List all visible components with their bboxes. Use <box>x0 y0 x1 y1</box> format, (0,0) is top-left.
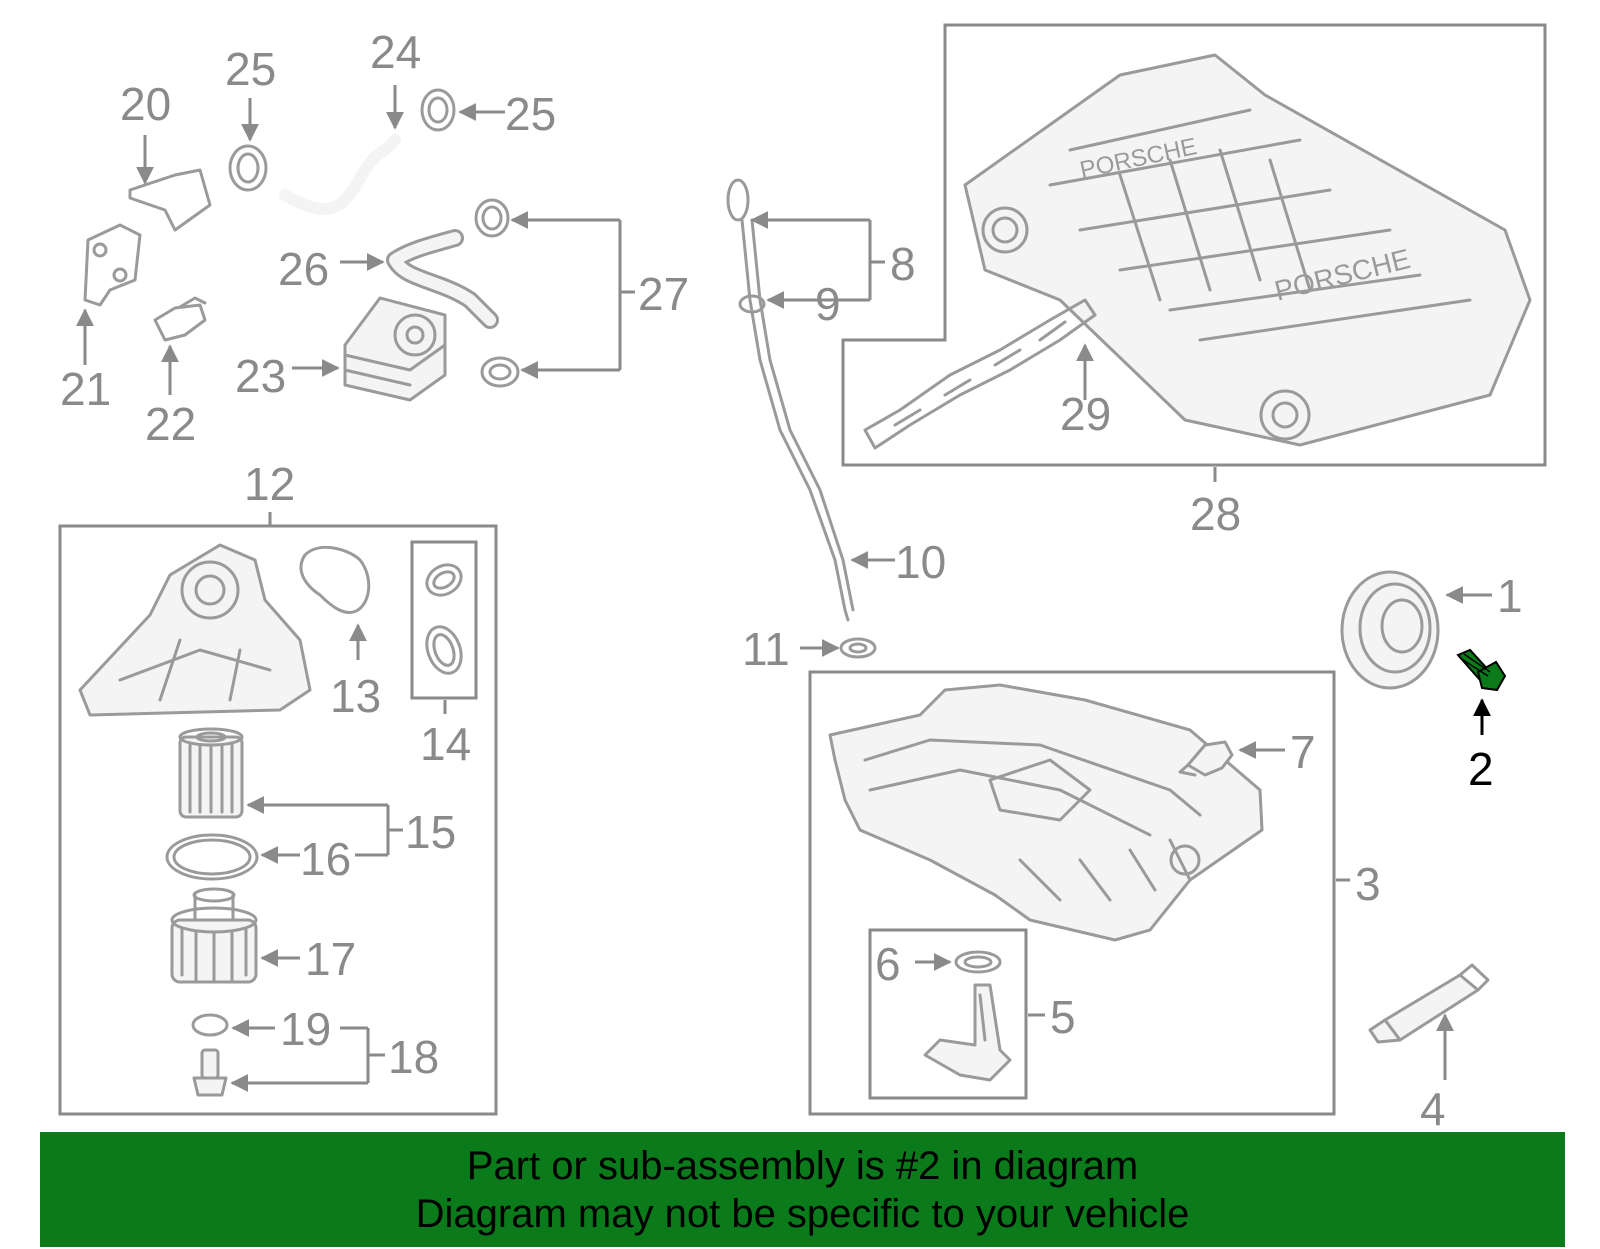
callout-20: 20 <box>120 78 171 130</box>
hose-part-24[interactable] <box>279 134 401 216</box>
filter-cap-part-17[interactable] <box>170 887 258 984</box>
box-5-frame <box>868 928 1028 1100</box>
callout-8: 8 <box>890 238 916 290</box>
dipstick-part-8[interactable] <box>726 178 855 622</box>
callout-17: 17 <box>305 933 356 985</box>
callout-12: 12 <box>244 458 295 510</box>
callout-19: 19 <box>280 1003 331 1055</box>
intake-manifold-part-28[interactable]: PORSCHE PORSCHE <box>963 53 1532 447</box>
callout-2: 2 <box>1468 743 1494 795</box>
o-ring-part-19[interactable] <box>191 1013 229 1037</box>
sealant-tube-part-4[interactable] <box>1368 963 1490 1044</box>
bracket-part-21[interactable] <box>83 223 142 307</box>
banner-line-2: Diagram may not be specific to your vehi… <box>415 1192 1190 1236</box>
banner-line-1: Part or sub-assembly is #2 in diagram <box>466 1144 1139 1188</box>
bolt-part-2[interactable] <box>1456 648 1507 692</box>
callout-22: 22 <box>145 398 196 450</box>
callout-21: 21 <box>60 363 111 415</box>
callout-26: 26 <box>278 243 329 295</box>
seal-part-6[interactable] <box>954 950 1002 974</box>
oil-pan-part-3[interactable] <box>828 683 1264 942</box>
info-banner: Part or sub-assembly is #2 in diagram Di… <box>40 1132 1565 1247</box>
callout-9: 9 <box>815 278 841 330</box>
callout-29: 29 <box>1060 388 1111 440</box>
cap-part-1[interactable] <box>1340 570 1440 690</box>
box-12-frame <box>58 524 498 1116</box>
clamp-part-27-top[interactable] <box>474 198 510 238</box>
oil-filter-housing-part-12[interactable] <box>78 543 312 717</box>
callout-13: 13 <box>330 670 381 722</box>
callout-15: 15 <box>405 806 456 858</box>
callout-4: 4 <box>1420 1083 1446 1135</box>
manifold-gasket-part-29[interactable] <box>863 298 1097 450</box>
callout-11: 11 <box>742 623 790 675</box>
hose-part-26[interactable] <box>386 229 499 329</box>
callout-1: 1 <box>1497 570 1523 622</box>
clamp-part-25-left[interactable] <box>228 144 268 192</box>
callout-23: 23 <box>235 350 286 402</box>
drain-screw-part-18[interactable] <box>192 1048 228 1097</box>
sensor-part-22[interactable] <box>153 296 207 342</box>
sensor-part-7[interactable] <box>1178 740 1234 777</box>
o-ring-part-16[interactable] <box>165 833 259 881</box>
o-ring-part-9[interactable] <box>738 294 766 314</box>
washer-part-11[interactable] <box>839 637 877 659</box>
callout-10: 10 <box>895 536 946 588</box>
gasket-part-13[interactable] <box>299 545 371 614</box>
callout-25a: 25 <box>225 43 276 95</box>
box-28-frame <box>841 23 1547 467</box>
seals-part-14[interactable] <box>421 559 467 678</box>
callout-5: 5 <box>1050 991 1076 1043</box>
clamp-part-25-right[interactable] <box>420 88 456 132</box>
callout-25b: 25 <box>505 88 556 140</box>
callout-27: 27 <box>638 268 689 320</box>
callout-28: 28 <box>1190 488 1241 540</box>
oil-filter-part-15[interactable] <box>178 727 244 819</box>
callout-3: 3 <box>1355 858 1381 910</box>
callout-14: 14 <box>420 718 471 770</box>
callout-7: 7 <box>1290 726 1316 778</box>
callout-18: 18 <box>388 1031 439 1083</box>
bracket-part-20[interactable] <box>128 168 212 232</box>
callout-24: 24 <box>370 26 421 78</box>
oil-cooler-part-23[interactable] <box>343 296 447 402</box>
callout-6: 6 <box>875 938 901 990</box>
clamp-part-27-bottom[interactable] <box>480 356 520 388</box>
box-3-frame <box>808 670 1336 1116</box>
box-14-frame <box>410 540 478 700</box>
oil-level-sensor-part-5[interactable] <box>923 983 1012 1082</box>
callout-16: 16 <box>300 833 351 885</box>
